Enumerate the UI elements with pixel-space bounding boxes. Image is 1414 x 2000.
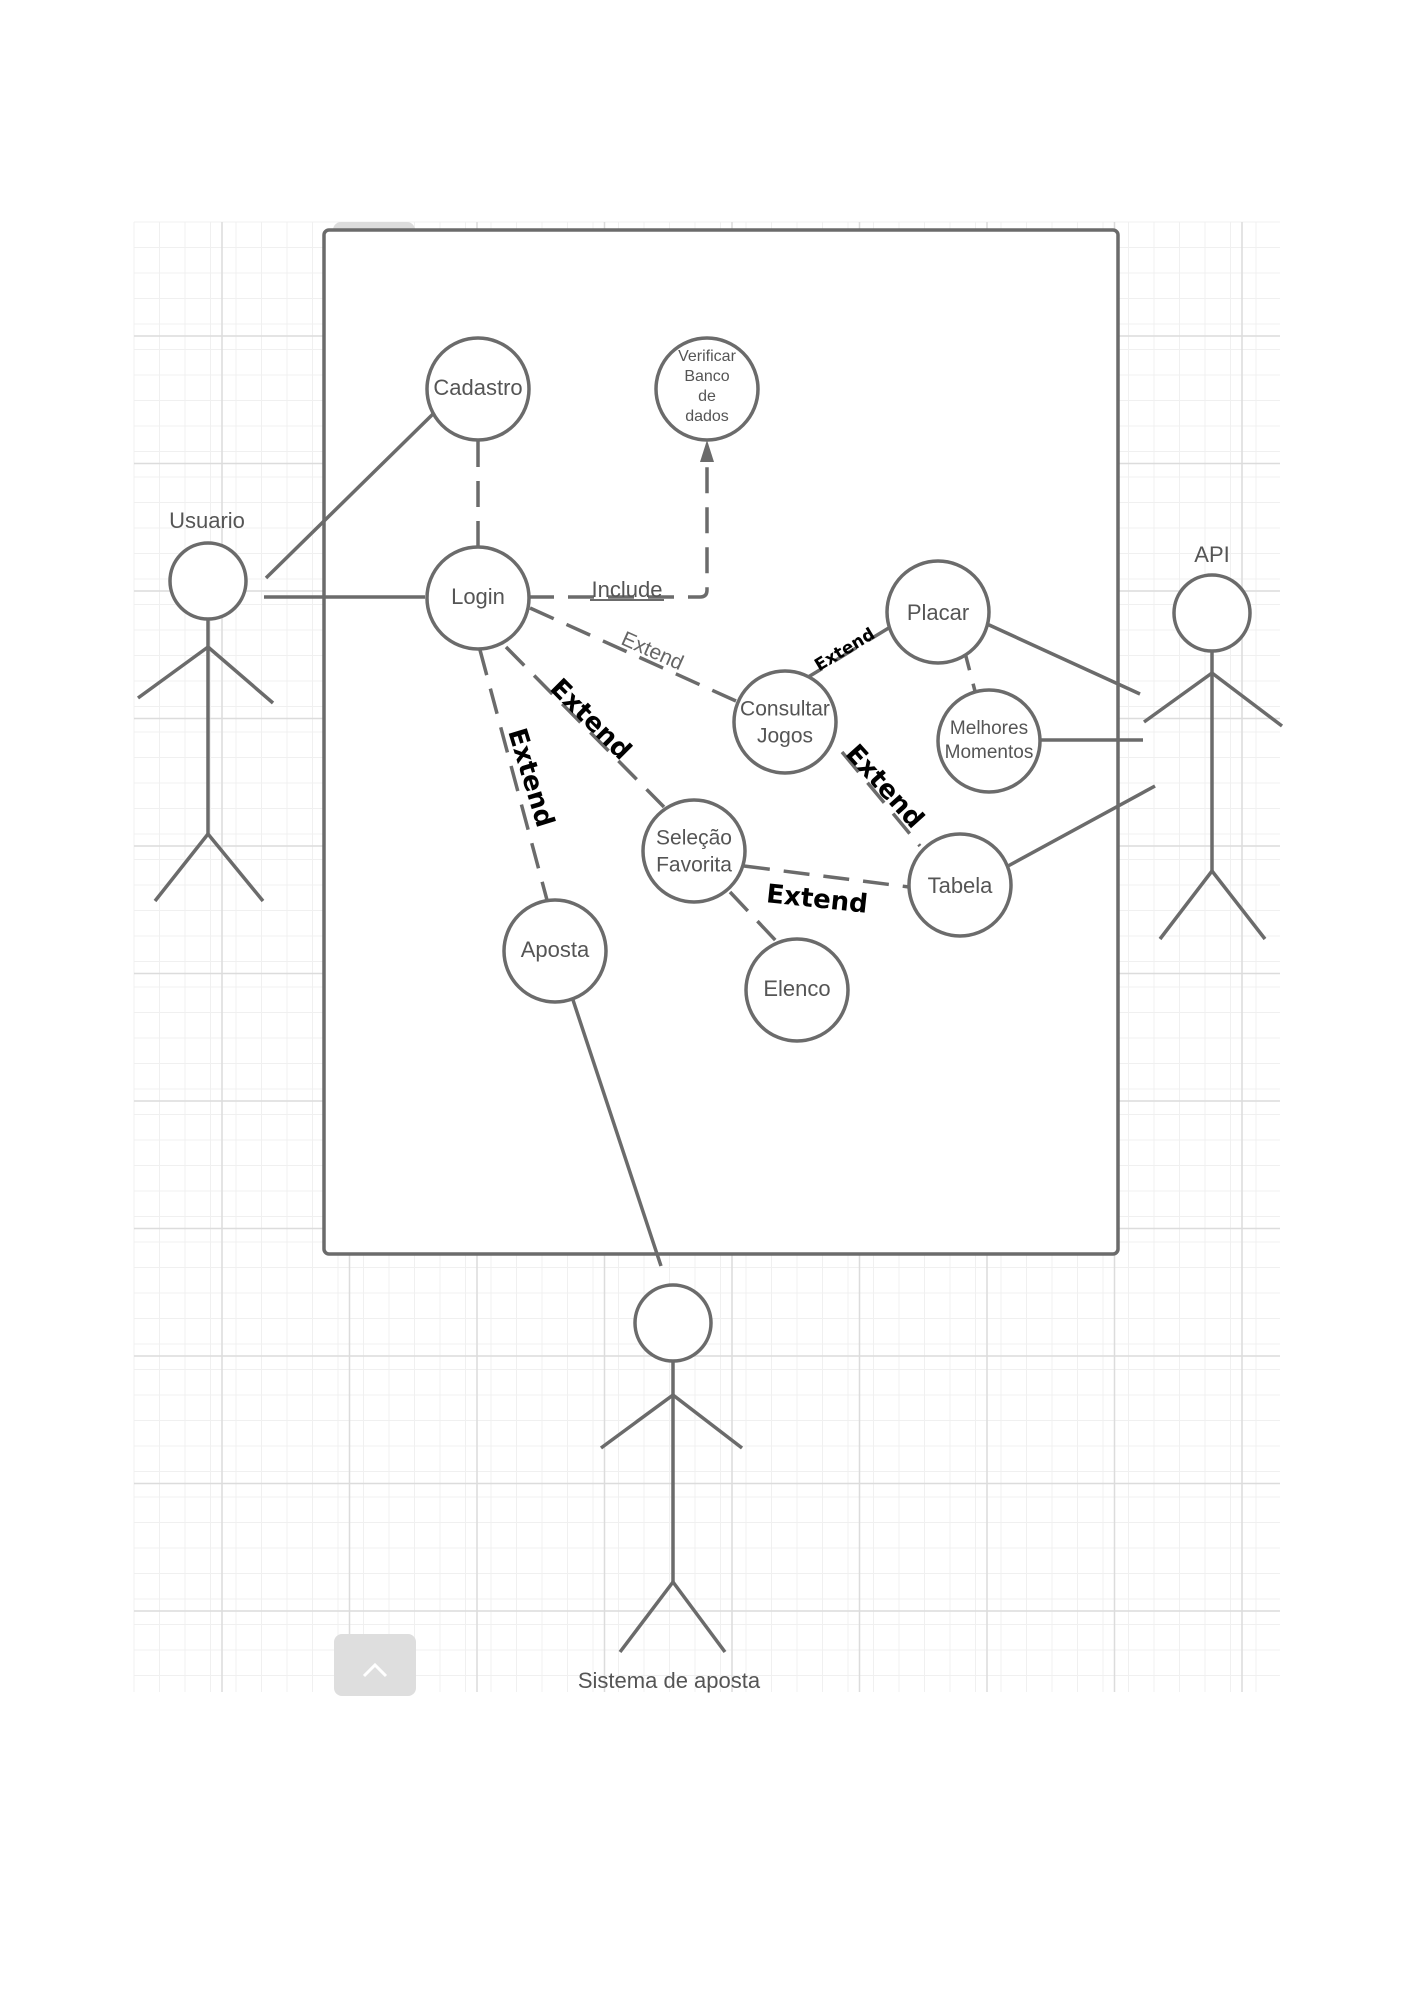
use-case-label-line: Melhores <box>950 718 1028 739</box>
chevron-up-icon <box>362 1662 388 1678</box>
use-case-label-line: Favorita <box>656 854 732 877</box>
use-case-melhores-momentos: Melhores Momentos <box>936 688 1042 794</box>
dep-selecao-tabela <box>743 864 910 889</box>
use-case-cadastro: Cadastro <box>425 336 531 442</box>
include-arrowhead <box>700 440 714 462</box>
use-case-label: Placar <box>907 600 969 625</box>
assoc-aposta-sistema <box>571 999 663 1267</box>
actor-api: API <box>1142 542 1284 941</box>
assoc-usuario-cadastro <box>264 411 436 580</box>
dep-consultar-tabela <box>840 750 922 848</box>
use-case-aposta: Aposta <box>502 898 608 1004</box>
actor-label: Usuario <box>169 508 245 533</box>
dep-consultar-placar <box>799 624 893 684</box>
system-boundary <box>322 228 1120 1256</box>
use-case-label-line: Banco <box>684 368 729 385</box>
use-case-label: Login <box>451 584 505 609</box>
use-case-label-line: de <box>698 388 716 405</box>
use-case-label-line: Seleção <box>656 827 732 850</box>
use-case-selecao-favorita: Seleção Favorita <box>641 798 747 904</box>
use-case-label: Elenco <box>763 976 830 1001</box>
assoc-tabela-api <box>1007 784 1156 868</box>
use-case-label-line: Momentos <box>945 742 1034 763</box>
dep-selecao-elenco <box>728 890 780 945</box>
associations <box>264 411 1156 1267</box>
label-include: Include <box>592 577 663 602</box>
dep-login-verificar-include <box>528 448 709 599</box>
use-case-label-line: dados <box>685 408 729 425</box>
use-case-label: Tabela <box>928 873 994 898</box>
use-case-label: Cadastro <box>433 375 522 400</box>
dep-login-aposta <box>478 649 549 901</box>
actor-usuario: Usuario <box>136 508 275 903</box>
assoc-placar-api <box>986 622 1141 696</box>
use-case-label-line: Verificar <box>678 348 736 365</box>
use-case-elenco: Elenco <box>744 937 850 1043</box>
scroll-top-button[interactable] <box>334 1634 416 1696</box>
use-case-login: Login <box>425 545 531 651</box>
use-cases: Cadastro Verificar Banco de dados Login … <box>425 336 1042 1043</box>
use-case-label-line: Consultar <box>740 698 830 721</box>
use-case-tabela: Tabela <box>907 832 1013 938</box>
actor-sistema-de-aposta: Sistema de aposta <box>578 1283 761 1693</box>
use-case-label-line: Jogos <box>757 725 813 748</box>
actor-label: Sistema de aposta <box>578 1668 761 1693</box>
use-case-consultar-jogos: Consultar Jogos <box>732 669 838 775</box>
use-case-placar: Placar <box>885 559 991 665</box>
actor-label: API <box>1194 542 1229 567</box>
use-case-label: Aposta <box>521 937 590 962</box>
use-case-verificar-banco: Verificar Banco de dados <box>654 336 760 442</box>
